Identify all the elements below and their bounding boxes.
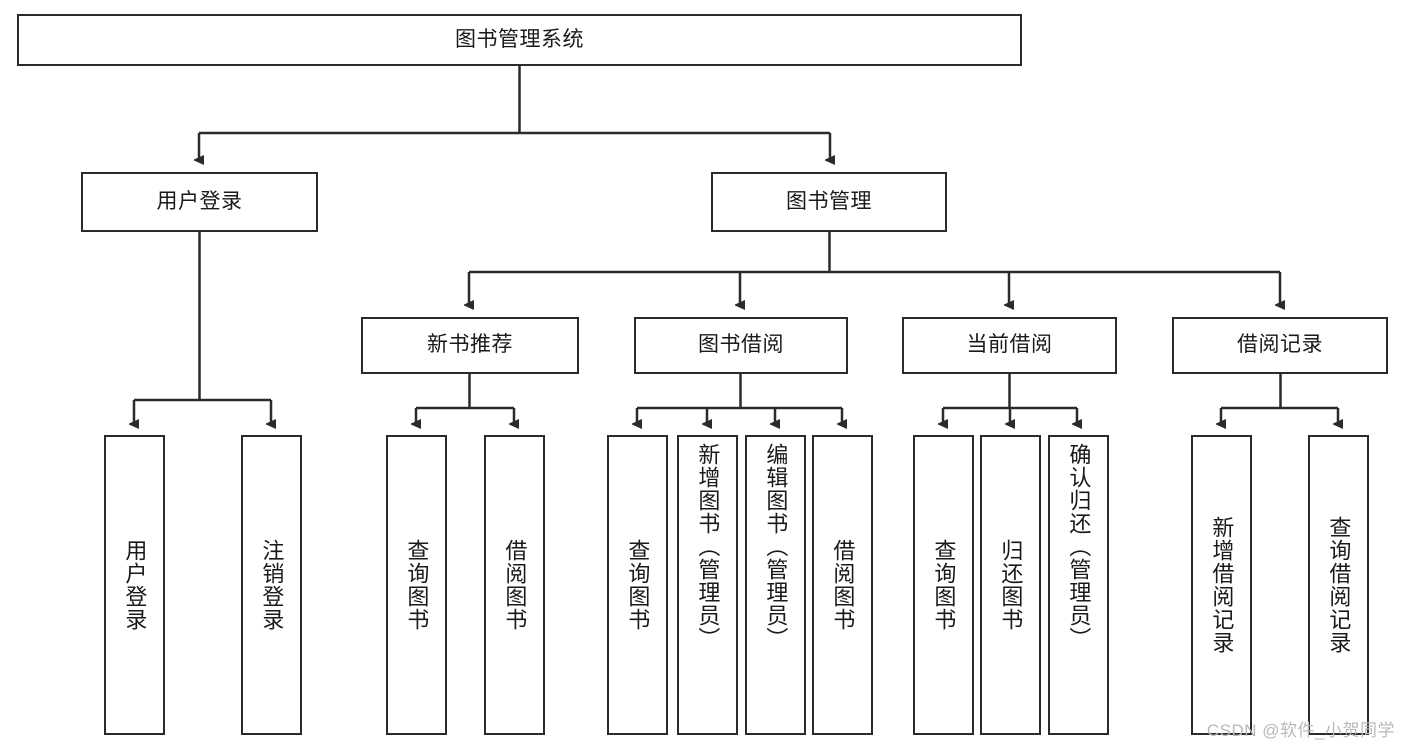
- node-label: 新书推荐: [427, 333, 513, 357]
- node-label: 归还图书: [998, 539, 1024, 631]
- node-label: 查询图书: [931, 539, 957, 631]
- leaf-node[interactable]: 借阅图书: [484, 435, 545, 735]
- node-label: 查询图书: [404, 539, 430, 631]
- node-label: 查询借阅记录: [1326, 516, 1352, 654]
- leaf-node[interactable]: 新增图书（管理员）: [677, 435, 738, 735]
- leaf-node[interactable]: 归还图书: [980, 435, 1041, 735]
- node-new-book-recommend[interactable]: 新书推荐: [361, 317, 579, 374]
- node-label: 图书管理: [786, 189, 872, 213]
- leaf-node[interactable]: 查询图书: [913, 435, 974, 735]
- node-label: 用户登录: [156, 189, 243, 213]
- node-label: 图书管理系统: [455, 27, 584, 51]
- leaf-node[interactable]: 确认归还（管理员）: [1048, 435, 1109, 735]
- leaf-node[interactable]: 查询图书: [607, 435, 668, 735]
- node-label: 借阅记录: [1237, 333, 1323, 357]
- node-label: 确认归还（管理员）: [1066, 443, 1092, 650]
- node-label: 借阅图书: [830, 539, 856, 631]
- node-label: 编辑图书（管理员）: [763, 443, 789, 650]
- node-current-borrow[interactable]: 当前借阅: [902, 317, 1117, 374]
- leaf-node[interactable]: 查询借阅记录: [1308, 435, 1369, 735]
- node-label: 图书借阅: [698, 333, 784, 357]
- leaf-node[interactable]: 借阅图书: [812, 435, 873, 735]
- node-root-system[interactable]: 图书管理系统: [17, 14, 1022, 66]
- node-label: 查询图书: [625, 539, 651, 631]
- leaf-node[interactable]: 编辑图书（管理员）: [745, 435, 806, 735]
- leaf-node[interactable]: 用户登录: [104, 435, 165, 735]
- node-label: 用户登录: [122, 539, 148, 631]
- node-label: 注销登录: [259, 539, 285, 631]
- leaf-node[interactable]: 查询图书: [386, 435, 447, 735]
- node-user-login[interactable]: 用户登录: [81, 172, 318, 232]
- leaf-node[interactable]: 注销登录: [241, 435, 302, 735]
- leaf-node[interactable]: 新增借阅记录: [1191, 435, 1252, 735]
- node-label: 新增借阅记录: [1209, 516, 1235, 654]
- node-label: 借阅图书: [502, 539, 528, 631]
- node-borrow-record[interactable]: 借阅记录: [1172, 317, 1388, 374]
- node-label: 当前借阅: [966, 333, 1053, 357]
- node-label: 新增图书（管理员）: [695, 443, 721, 650]
- node-book-management[interactable]: 图书管理: [711, 172, 947, 232]
- csdn-watermark: CSDN @软件_小贺同学: [1206, 721, 1395, 740]
- node-book-borrow[interactable]: 图书借阅: [634, 317, 848, 374]
